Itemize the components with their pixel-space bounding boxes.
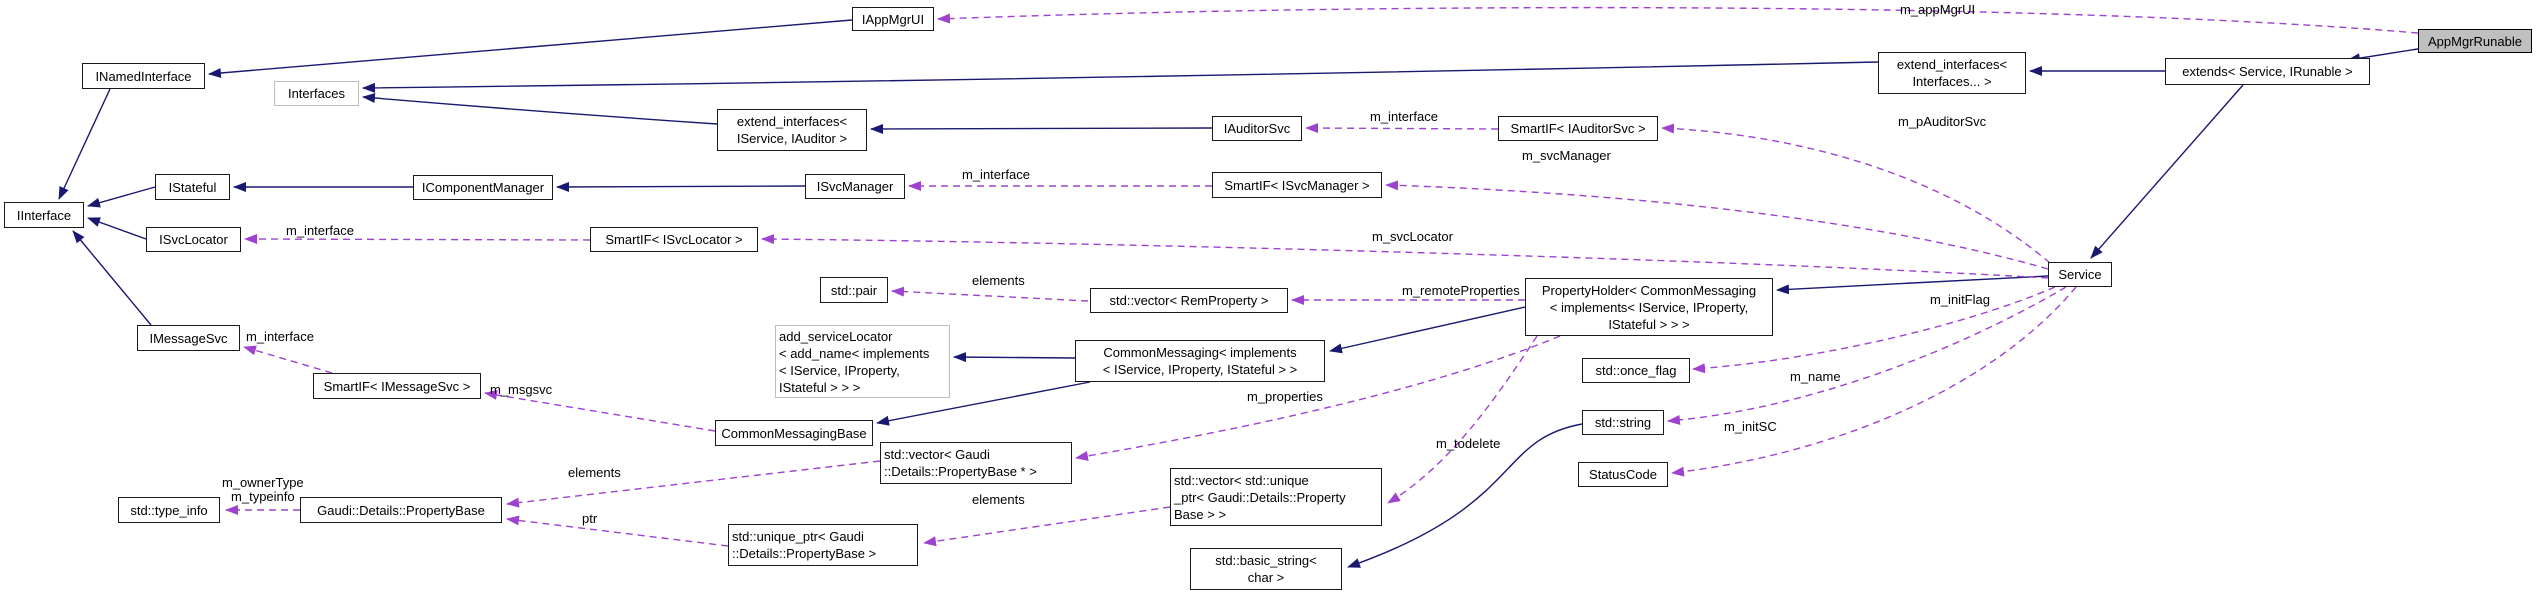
edge-usage-commonmessagingbase-smartifmessagesvc bbox=[484, 390, 716, 432]
edge-label-m-interface-auditorsvc: m_interface bbox=[1370, 109, 1438, 124]
node-commonmessagingbase[interactable]: CommonMessagingBase bbox=[715, 420, 873, 446]
edge-usage-vectoruniqueptr-uniqueptr bbox=[923, 506, 1171, 547]
edge-inherit-isvcmanager-icomponentmanager bbox=[556, 181, 806, 192]
edge-label-m-ownertype-m-typeinfo: m_ownerType m_typeinfo bbox=[222, 475, 304, 504]
edge-inherit-iappmgrui-inamedinterface bbox=[208, 19, 853, 78]
edge-inherit-inamedinterface-iinterface bbox=[58, 88, 111, 200]
node-std-basic-string-char[interactable]: std::basic_string< char > bbox=[1190, 548, 1342, 590]
node-service[interactable]: Service bbox=[2048, 262, 2112, 287]
edge-usage-smartifmessagesvc-imessagesvc bbox=[243, 345, 333, 374]
edge-usage-service-statuscode bbox=[1671, 286, 2077, 477]
edge-inherit-propertyholder-commonmessaging bbox=[1329, 306, 1526, 354]
edge-inherit-service-propertyholder bbox=[1776, 275, 2049, 295]
edge-usage-smartifauditor-iauditorsvc bbox=[1305, 123, 1499, 134]
node-isvcmanager[interactable]: ISvcManager bbox=[805, 174, 905, 199]
edge-usage-service-smartifsvcmanager bbox=[1385, 180, 2049, 270]
edge-usage-smartifsvclocator-isvclocator bbox=[244, 234, 591, 245]
edge-label-m-pauditorsvc: m_pAuditorSvc bbox=[1898, 114, 1987, 129]
edge-label-ptr: ptr bbox=[582, 511, 598, 526]
node-imessagesvc[interactable]: IMessageSvc bbox=[137, 325, 240, 351]
node-smartif-imessagesvc[interactable]: SmartIF< IMessageSvc > bbox=[313, 373, 481, 399]
node-extend-interfaces-interfaces[interactable]: extend_interfaces< Interfaces... > bbox=[1878, 52, 2026, 94]
edge-usage-propertyholder-vectoruniqueptr bbox=[1387, 335, 1538, 504]
edge-tpl-extendinterfaces2-interfaces bbox=[362, 61, 1879, 93]
node-propertyholder[interactable]: PropertyHolder< CommonMessaging < implem… bbox=[1525, 278, 1773, 336]
edge-usage-service-smartifauditor bbox=[1661, 123, 2051, 264]
node-gaudi-details-propertybase[interactable]: Gaudi::Details::PropertyBase bbox=[300, 497, 502, 523]
edge-label-m-msgsvc: m_msgsvc bbox=[490, 382, 553, 397]
edge-usage-uniqueptr-propertybase bbox=[506, 515, 729, 547]
node-icomponentmanager[interactable]: IComponentManager bbox=[413, 175, 553, 200]
edge-label-m-interface-svcmanager: m_interface bbox=[962, 167, 1030, 182]
node-std-once-flag[interactable]: std::once_flag bbox=[1582, 358, 1690, 383]
edge-inherit-isvclocator-iinterface bbox=[87, 217, 147, 240]
node-vector-unique-ptr-propertybase[interactable]: std::vector< std::unique _ptr< Gaudi::De… bbox=[1170, 468, 1382, 526]
node-std-type-info[interactable]: std::type_info bbox=[118, 497, 220, 523]
edge-inherit-imessagesvc-iinterface bbox=[72, 230, 152, 326]
node-smartif-isvclocator[interactable]: SmartIF< ISvcLocator > bbox=[590, 227, 758, 252]
node-add-servicelocator[interactable]: add_serviceLocator < add_name< implement… bbox=[775, 325, 950, 398]
node-extends-service-irunable[interactable]: extends< Service, IRunable > bbox=[2165, 58, 2370, 85]
node-istateful[interactable]: IStateful bbox=[155, 174, 230, 200]
edge-inherit-stdstring-basicstring bbox=[1347, 423, 1583, 568]
edge-label-m-svcmanager: m_svcManager bbox=[1522, 148, 1611, 163]
edge-label-m-svclocator: m_svcLocator bbox=[1372, 229, 1453, 244]
node-vector-propertybase-ptr[interactable]: std::vector< Gaudi ::Details::PropertyBa… bbox=[880, 442, 1072, 484]
edge-label-m-initflag: m_initFlag bbox=[1930, 292, 1990, 307]
edge-inherit-iauditorsvc-extendinterfaces bbox=[870, 123, 1213, 134]
node-iappmgrui[interactable]: IAppMgrUI bbox=[852, 7, 934, 31]
node-statuscode[interactable]: StatusCode bbox=[1578, 462, 1668, 487]
edge-label-elements-propertybase: elements bbox=[568, 465, 621, 480]
node-inamedinterface[interactable]: INamedInterface bbox=[82, 63, 205, 89]
node-smartif-iauditorsvc[interactable]: SmartIF< IAuditorSvc > bbox=[1498, 116, 1658, 141]
edge-usage-service-smartifsvclocator bbox=[761, 234, 2049, 279]
edge-label-m-properties: m_properties bbox=[1247, 389, 1323, 404]
edge-label-m-interface-svclocator: m_interface bbox=[286, 223, 354, 238]
edge-label-m-name: m_name bbox=[1790, 369, 1841, 384]
edge-label-m-todelete: m_todelete bbox=[1436, 436, 1501, 451]
node-commonmessaging[interactable]: CommonMessaging< implements < IService, … bbox=[1075, 340, 1325, 382]
node-unique-ptr-propertybase[interactable]: std::unique_ptr< Gaudi ::Details::Proper… bbox=[728, 524, 918, 566]
edge-inherit-commonmessaging-addservicelocator bbox=[953, 352, 1076, 363]
edge-label-elements-remproperty: elements bbox=[972, 273, 1025, 288]
node-iinterface[interactable]: IInterface bbox=[4, 202, 84, 228]
edge-label-m-initsc: m_initSC bbox=[1724, 419, 1777, 434]
node-iauditorsvc[interactable]: IAuditorSvc bbox=[1212, 116, 1302, 141]
edge-label-m-remoteproperties: m_remoteProperties bbox=[1402, 283, 1520, 298]
edge-tpl-extendinterfaces-interfaces bbox=[362, 93, 718, 125]
edge-label-m-appmgrui: m_appMgrUI bbox=[1900, 2, 1976, 17]
node-std-pair[interactable]: std::pair bbox=[820, 277, 888, 303]
edge-usage-service-onceflag bbox=[1692, 286, 2056, 374]
edge-label-m-interface-messagesvc: m_interface bbox=[246, 329, 314, 344]
edge-label-elements-uniqueptr: elements bbox=[972, 492, 1025, 507]
node-interfaces[interactable]: Interfaces bbox=[274, 81, 359, 106]
node-extend-interfaces-iservice-iauditor[interactable]: extend_interfaces< IService, IAuditor > bbox=[717, 109, 867, 151]
node-vector-remproperty[interactable]: std::vector< RemProperty > bbox=[1090, 288, 1288, 313]
node-appmgrrunable[interactable]: AppMgrRunable bbox=[2418, 29, 2532, 53]
node-isvclocator[interactable]: ISvcLocator bbox=[146, 227, 241, 252]
node-smartif-isvcmanager[interactable]: SmartIF< ISvcManager > bbox=[1212, 172, 1382, 198]
edge-inherit-extends-service bbox=[2090, 84, 2244, 259]
edge-usage-appmgrrunable-iappmgrui bbox=[937, 6, 2419, 34]
edge-usage-vectorpropertybaseptr-propertybase bbox=[506, 460, 881, 508]
edge-usage-vectorremproperty-stdpair bbox=[891, 286, 1089, 302]
edge-inherit-commonmessaging-commonmessagingbase bbox=[876, 381, 1091, 426]
node-std-string[interactable]: std::string bbox=[1582, 410, 1664, 435]
edge-inherit-istateful-iinterface bbox=[87, 186, 156, 208]
edge-usage-propertyholder-vectorpropertybaseptr bbox=[1075, 335, 1561, 461]
